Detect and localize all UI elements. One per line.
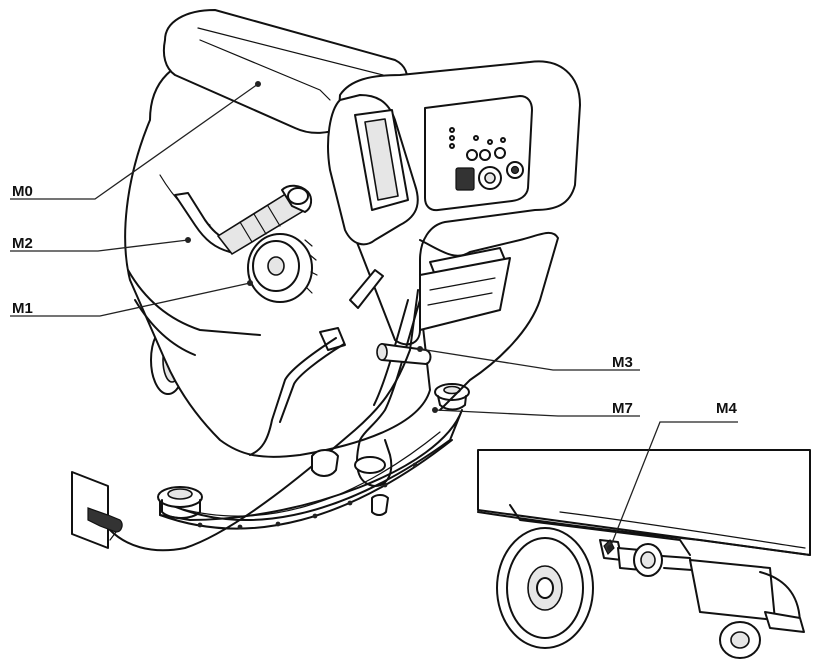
control-panel xyxy=(424,95,533,212)
leader-m3 xyxy=(419,348,640,371)
callout-m4: M4 xyxy=(716,400,737,417)
callout-m1: M1 xyxy=(12,300,33,317)
inset-wheel xyxy=(496,527,594,649)
indicator-leds xyxy=(449,127,506,149)
inset-drain-valve xyxy=(599,538,693,577)
machine-main-view xyxy=(71,9,581,552)
handle-frame xyxy=(419,231,559,411)
solution-valve xyxy=(249,269,384,456)
base-wheel-right xyxy=(434,383,470,411)
callout-m0: M0 xyxy=(12,183,33,200)
callout-m2: M2 xyxy=(12,235,33,252)
callout-m7: M7 xyxy=(612,400,633,417)
callout-labels: M0 M2 M1 M3 M7 M4 xyxy=(12,183,737,417)
drain-hose xyxy=(354,299,421,487)
base-rivets xyxy=(197,462,418,530)
power-switch xyxy=(455,167,475,191)
inset-detail xyxy=(477,449,811,659)
leader-m1 xyxy=(10,282,251,317)
leader-m4 xyxy=(609,421,738,549)
leader-m7 xyxy=(434,409,640,417)
wall-outlet xyxy=(71,471,123,549)
recovery-hose xyxy=(174,184,313,255)
base-wheel-left xyxy=(157,486,203,519)
leader-lines xyxy=(10,81,738,551)
leader-m0 xyxy=(10,83,259,200)
inset-caster xyxy=(689,559,805,659)
squeegee-base xyxy=(159,409,463,530)
power-cable xyxy=(109,289,419,552)
filler-cap xyxy=(247,233,318,303)
panel-knobs xyxy=(466,147,506,161)
bottom-fittings xyxy=(311,449,389,516)
callout-m3: M3 xyxy=(612,354,633,371)
leader-m2 xyxy=(10,239,189,252)
